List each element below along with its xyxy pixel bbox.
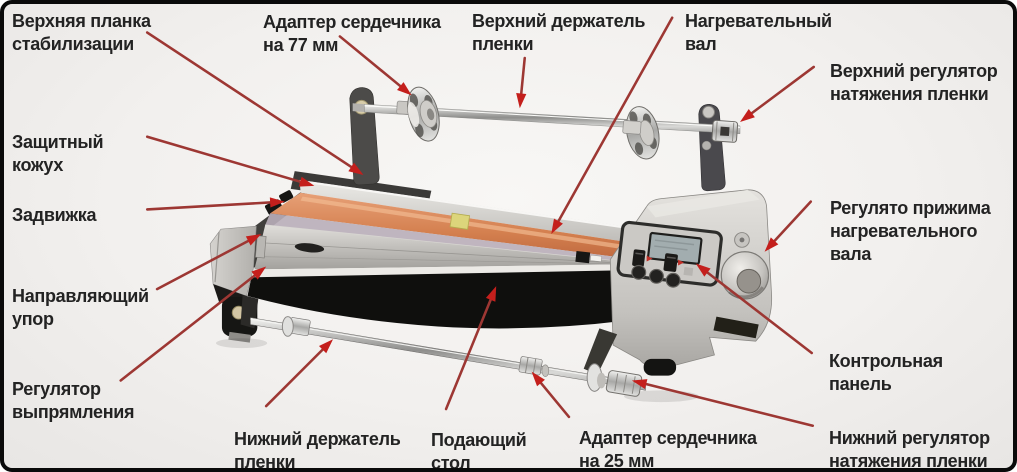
arrow-core-adapter-25mm [531, 371, 571, 419]
table-groove [263, 242, 619, 264]
right-bracket-nut [702, 105, 715, 119]
table-clamp [575, 251, 591, 264]
shaft-left-stub [352, 103, 366, 113]
top-film-shaft-assembly [290, 86, 741, 209]
machine-body [209, 179, 658, 343]
arrow-upper-film-holder [516, 56, 527, 109]
roller-tag [449, 212, 471, 230]
rocker-switch-1 [632, 249, 646, 267]
arrow-guide-stop [155, 234, 262, 291]
end-cap-top-face [646, 189, 760, 218]
core-adapter-77mm-part [407, 86, 440, 142]
arrow-control-panel [695, 263, 814, 355]
table-sensor-tag [590, 254, 602, 262]
end-cap-vent [713, 316, 759, 339]
rod-right-arm [583, 328, 618, 375]
panel-button-3 [665, 272, 681, 288]
arrow-latch [145, 197, 285, 211]
arrow-pressure-regulator [764, 200, 813, 252]
table-front-lip [251, 264, 619, 278]
rocker-switch-2 [663, 253, 678, 272]
arrow-lower-tension-regulator [631, 379, 815, 428]
rod-shadow-left [216, 338, 268, 349]
lower-rod-assembly [216, 294, 646, 397]
latch-knob-2 [279, 190, 294, 203]
safety-cover-part [299, 179, 658, 245]
arrow-decurl-regulator [119, 266, 267, 382]
laminator-illustration [209, 86, 773, 403]
cap-screw-center [739, 237, 745, 243]
arrow-safety-cover [145, 135, 315, 187]
lower-tension-knob-part [605, 370, 643, 397]
front-underside [247, 270, 634, 329]
left-foot-plate [228, 331, 251, 343]
panel-chip [683, 267, 694, 276]
arrow-upper-stabilizer-bar [145, 31, 364, 176]
pressure-knob-hole [736, 268, 762, 294]
roller-highlight [300, 196, 644, 252]
upper-tension-knob-part [711, 119, 739, 143]
core-adapter-25mm-part [518, 356, 543, 376]
table-slot [294, 243, 325, 253]
rod-right-flange-hub [596, 372, 606, 389]
right-foot [643, 358, 677, 376]
rod-highlight [250, 318, 646, 386]
guide-stop-part [255, 235, 267, 259]
right-flange-clamp [622, 120, 642, 135]
cover-top-highlight [299, 179, 658, 234]
knob-shade [728, 286, 764, 299]
arrow-heating-roller [551, 16, 674, 235]
arrow-feed-table [444, 286, 497, 411]
rod-left-flange [281, 316, 294, 337]
panel-red-mark-1 [646, 255, 653, 262]
panel-button-2 [648, 268, 664, 284]
arrow-upper-tension-regulator [740, 65, 816, 122]
panel-button-1 [631, 264, 647, 280]
arrow-core-adapter-77mm [338, 35, 412, 96]
rod-bolt [541, 364, 550, 377]
panel-red-mark-2 [678, 259, 684, 266]
table-groove-2 [260, 256, 618, 265]
pointer-arrows [119, 16, 816, 428]
end-cap [609, 189, 773, 403]
roller-reflection [265, 213, 630, 262]
arrow-lower-film-holder [264, 339, 334, 408]
right-bracket-screw [701, 140, 712, 151]
